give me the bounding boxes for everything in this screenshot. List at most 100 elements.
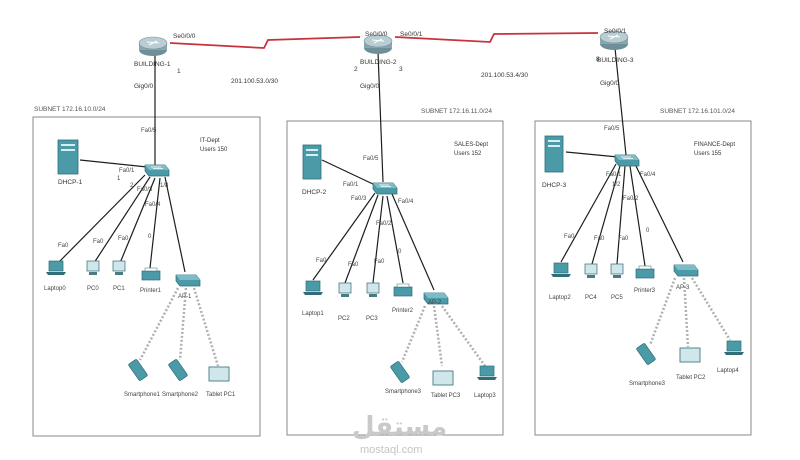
laptop-icon[interactable] <box>724 340 744 355</box>
router-name: BUILDING-2 <box>360 59 397 66</box>
server-icon[interactable] <box>57 139 79 175</box>
building-2-wireless-links <box>400 305 487 367</box>
pc-port-label: Fa0 <box>93 239 104 245</box>
router-gig-label: Gig0/0 <box>600 80 620 87</box>
dept-name: IT-Dept <box>200 138 220 144</box>
tablet-icon[interactable] <box>432 370 454 386</box>
smartphone-icon[interactable] <box>128 359 148 381</box>
dhcp-server-label: DHCP-3 <box>542 182 567 189</box>
switch-port-mark: 1 <box>117 176 121 182</box>
switch-uplink-port: Fa0/5 <box>141 128 157 134</box>
smartphone-icon[interactable] <box>168 359 188 381</box>
pc-icon[interactable] <box>338 282 352 297</box>
access-point-icon[interactable] <box>423 292 449 305</box>
device-label: Smartphone3 <box>629 381 666 387</box>
router-name: BUILDING-1 <box>134 61 171 68</box>
pc-port-label: Fa0 <box>594 236 605 242</box>
pc-icon[interactable] <box>584 263 598 278</box>
wan-network-label: 201.100.53.4/30 <box>481 72 528 79</box>
dept-users: Users 152 <box>454 151 482 157</box>
building-2-box <box>286 120 504 436</box>
access-point-label: AP-3 <box>676 285 690 291</box>
switch-port-mark: 1/8 <box>160 183 169 189</box>
building-2-cables <box>312 159 435 291</box>
access-point-label: AP-1 <box>178 294 192 300</box>
device-label: Smartphone3 <box>385 389 422 395</box>
pc-port-label: Fa0 <box>118 236 129 242</box>
router-port-number: 8 <box>596 56 600 63</box>
pc-icon[interactable] <box>112 260 126 275</box>
laptop-icon[interactable] <box>303 280 323 295</box>
server-icon[interactable] <box>544 135 564 173</box>
tablet-icon[interactable] <box>679 347 701 363</box>
switch-port-label: Fa0/3 <box>137 187 153 193</box>
watermark-url: mostaql.com <box>360 444 422 456</box>
switch-port-mark: 2 <box>130 183 134 189</box>
router-gig-label: Gig0/0 <box>360 83 380 90</box>
device-label: Laptop1 <box>302 311 324 317</box>
subnet-label: SUBNET 172.16.10.0/24 <box>34 106 106 113</box>
device-label: PC4 <box>585 295 597 301</box>
building-1-cables <box>57 159 186 273</box>
switch-port-label: Fa0/1 <box>119 168 135 174</box>
switch-port-label: Fa0/1 <box>606 172 622 178</box>
router-port-label: Se0/0/1 <box>400 31 423 38</box>
router-port-label: Se0/0/1 <box>604 28 627 35</box>
access-point-icon[interactable] <box>673 264 699 277</box>
device-label: Tablet PC1 <box>206 392 236 398</box>
printer-icon[interactable] <box>635 265 655 279</box>
dept-name: FINANCE-Dept <box>694 142 735 148</box>
device-label: Tablet PC3 <box>431 393 461 399</box>
router-icon[interactable] <box>599 30 629 50</box>
laptop-icon[interactable] <box>46 260 66 275</box>
pc-port-label: Fa0 <box>564 234 575 240</box>
pc-icon[interactable] <box>610 263 624 278</box>
device-label: Laptop0 <box>44 286 66 292</box>
dept-users: Users 150 <box>200 147 228 153</box>
router-port-number: 2 <box>354 66 358 73</box>
router-port-number: 1 <box>177 68 181 75</box>
dept-name: SALES-Dept <box>454 142 488 148</box>
switch-uplink-port: Fa0/5 <box>363 156 379 162</box>
laptop-icon[interactable] <box>477 365 497 380</box>
device-label: Printer3 <box>634 288 656 294</box>
trunk-line-2 <box>377 51 384 183</box>
switch-port-mark: 1/2 <box>612 182 621 188</box>
device-label: PC1 <box>113 286 125 292</box>
switch-icon[interactable] <box>614 154 640 167</box>
switch-port-label: Fa0/4 <box>398 199 414 205</box>
pc-port-label: 0 <box>148 234 152 240</box>
pc-port-label: Fa0 <box>348 262 359 268</box>
device-label: Laptop3 <box>474 393 496 399</box>
switch-icon[interactable] <box>372 182 398 195</box>
server-icon[interactable] <box>302 144 322 180</box>
pc-port-label: 0 <box>398 249 402 255</box>
tablet-icon[interactable] <box>208 366 230 382</box>
laptop-icon[interactable] <box>551 262 571 277</box>
router-name: BUILDING-3 <box>597 57 634 64</box>
printer-icon[interactable] <box>141 267 161 281</box>
smartphone-icon[interactable] <box>636 343 656 365</box>
device-label: Printer2 <box>392 308 414 314</box>
smartphone-icon[interactable] <box>390 361 410 383</box>
watermark-logo: مستقل <box>352 412 447 442</box>
wan-network-label: 201.100.53.0/30 <box>231 78 278 85</box>
switch-port-label: Fa0/4 <box>640 172 656 178</box>
device-label: PC2 <box>338 316 350 322</box>
pc-icon[interactable] <box>86 260 100 275</box>
switch-icon[interactable] <box>144 164 170 177</box>
device-label: PC3 <box>366 316 378 322</box>
building-3-cables <box>560 151 684 267</box>
router-icon[interactable] <box>138 36 168 56</box>
pc-port-label: Fa0 <box>618 236 629 242</box>
router-port-number: 3 <box>399 66 403 73</box>
router-port-label: Se0/0/0 <box>365 31 388 38</box>
device-label: Smartphone1 <box>124 392 161 398</box>
access-point-icon[interactable] <box>175 274 201 287</box>
device-label: Tablet PC2 <box>676 375 706 381</box>
printer-icon[interactable] <box>393 283 413 297</box>
router-icon[interactable] <box>363 34 393 54</box>
pc-icon[interactable] <box>366 282 380 297</box>
device-label: PC0 <box>87 286 99 292</box>
